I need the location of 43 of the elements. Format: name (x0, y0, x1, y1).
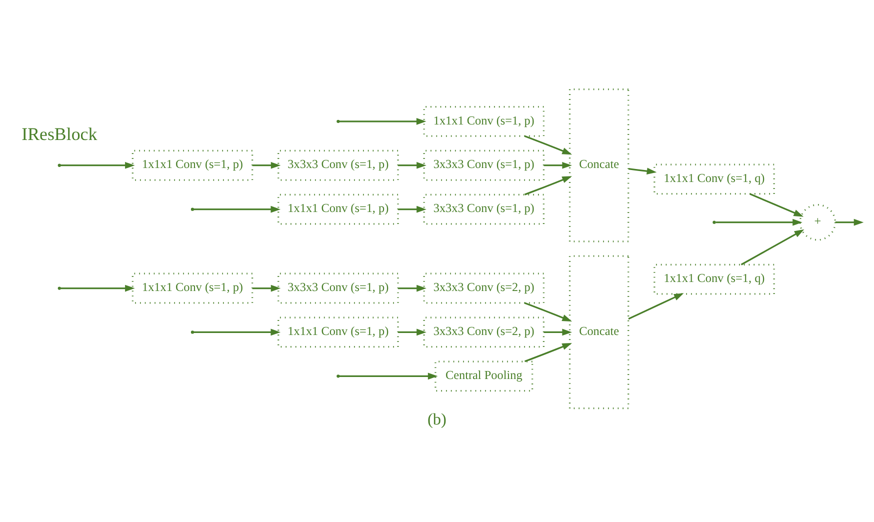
arrow (524, 302, 572, 322)
arrow (194, 328, 281, 336)
arrow (60, 284, 135, 292)
arrow (339, 372, 438, 380)
node-box: 1x1x1 Conv (s=1, p) (132, 272, 254, 304)
node-box: 1x1x1 Conv (s=1, p) (278, 194, 399, 225)
arrow (339, 118, 426, 125)
arrow (60, 162, 135, 169)
node-box: 3x3x3 Conv (s=1, p) (278, 150, 399, 181)
arrow (398, 328, 426, 336)
node-box: 1x1x1 Conv (s=1, p) (132, 150, 254, 181)
arrow (398, 206, 426, 213)
node-box: 3x3x3 Conv (s=1, p) (423, 194, 545, 225)
arrow (524, 135, 572, 155)
arrow (544, 328, 572, 336)
node-box: 1x1x1 Conv (s=1, q) (654, 264, 775, 295)
arrow (544, 162, 572, 169)
node-box: Concate (568, 88, 630, 242)
node-box: 3x3x3 Conv (s=1, p) (423, 150, 545, 181)
arrow (398, 284, 426, 292)
node-box: Central Pooling (434, 360, 534, 392)
label: IResBlock (22, 124, 98, 144)
arrow (252, 284, 281, 292)
arrow (628, 168, 657, 174)
caption: (b) (428, 410, 446, 429)
node-box: 3x3x3 Conv (s=1, p) (278, 272, 399, 304)
arrow (524, 342, 572, 362)
arrow (716, 218, 802, 226)
arrow (740, 229, 804, 266)
arrow (628, 293, 684, 320)
node-box: 1x1x1 Conv (s=1, p) (278, 316, 399, 348)
arrow (524, 176, 572, 196)
arrow (194, 206, 281, 213)
node-box: 1x1x1 Conv (s=1, p) (423, 106, 545, 137)
arrow (749, 193, 804, 217)
arrow (398, 162, 426, 169)
node-box: 3x3x3 Conv (s=2, p) (423, 316, 545, 348)
node-box: 1x1x1 Conv (s=1, q) (654, 164, 775, 195)
node-box: 3x3x3 Conv (s=2, p) (423, 272, 545, 304)
arrow (252, 162, 281, 169)
arrow (835, 218, 864, 226)
node-circle: + (799, 204, 836, 241)
node-box: Concate (568, 255, 630, 410)
